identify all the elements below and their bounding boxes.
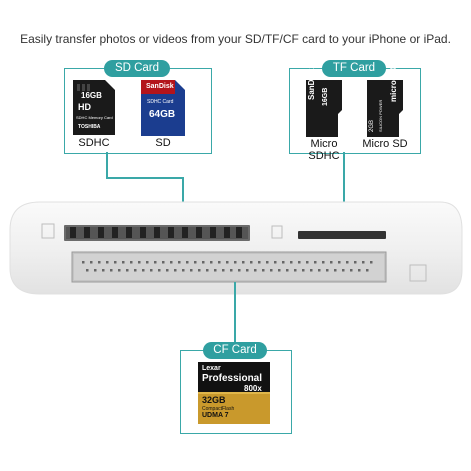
micro-sd-card-capacity: 2GB bbox=[369, 119, 375, 132]
sd-card-image: SanDisk SDHC Card 64GB bbox=[141, 80, 185, 136]
cf-card-brand: Lexar bbox=[202, 365, 221, 372]
micro-sdhc-card-capacity: 16GB bbox=[322, 87, 329, 106]
cf-card-type: CompactFlash bbox=[202, 406, 235, 412]
sdhc-card-capacity: 16GB bbox=[81, 91, 102, 100]
cf-slot-pins bbox=[82, 261, 373, 272]
cf-connector-vertical bbox=[234, 282, 236, 350]
sd-caption: SD bbox=[155, 137, 171, 149]
sdhc-card-class: HD bbox=[78, 102, 91, 112]
cf-card-mode: UDMA 7 bbox=[202, 412, 229, 419]
sdhc-card-image: 16GB HD SDHC Memory Card TOSHIBA bbox=[73, 80, 115, 135]
sd-card-type: SDHC Card bbox=[147, 99, 174, 105]
cf-card-image: Lexar Professional 800x 32GB CompactFlas… bbox=[198, 362, 270, 424]
card-reader-device bbox=[9, 201, 463, 295]
sd-connector-vertical-1 bbox=[106, 152, 108, 178]
cf-card-speed: 800x bbox=[244, 384, 262, 393]
micro-sd-card-brand: SILICON POWER bbox=[378, 99, 383, 132]
sdhc-caption: SDHC bbox=[78, 137, 110, 149]
headline: Easily transfer photos or videos from yo… bbox=[20, 32, 451, 46]
cf-card-capacity: 32GB bbox=[202, 395, 226, 405]
micro-sd-caption: Micro SD bbox=[362, 138, 408, 150]
micro-sdhc-caption: Micro SDHC bbox=[308, 138, 340, 162]
micro-sd-card-logo: micro SD bbox=[389, 66, 398, 102]
sd-card-label: SD Card bbox=[104, 60, 170, 77]
cf-card-label: CF Card bbox=[203, 342, 267, 359]
sd-connector-vertical-2 bbox=[182, 177, 184, 220]
micro-sd-card-image: micro SD 2GB SILICON POWER bbox=[365, 67, 405, 137]
sd-card-capacity: 64GB bbox=[149, 109, 176, 120]
sd-slot-contacts bbox=[70, 227, 242, 238]
sd-card-brand: SanDisk bbox=[146, 83, 174, 90]
micro-sdhc-card-image: SanDisk 16GB bbox=[304, 68, 344, 137]
tf-card-label: TF Card bbox=[322, 60, 386, 77]
tf-connector-vertical bbox=[343, 152, 345, 228]
sd-connector-horizontal bbox=[106, 177, 183, 179]
sdhc-card-brand: TOSHIBA bbox=[78, 124, 101, 130]
cf-card-line: Professional bbox=[202, 373, 263, 384]
micro-sdhc-card-brand: SanDisk bbox=[307, 68, 316, 100]
sdhc-card-line: SDHC Memory Card bbox=[76, 115, 113, 120]
